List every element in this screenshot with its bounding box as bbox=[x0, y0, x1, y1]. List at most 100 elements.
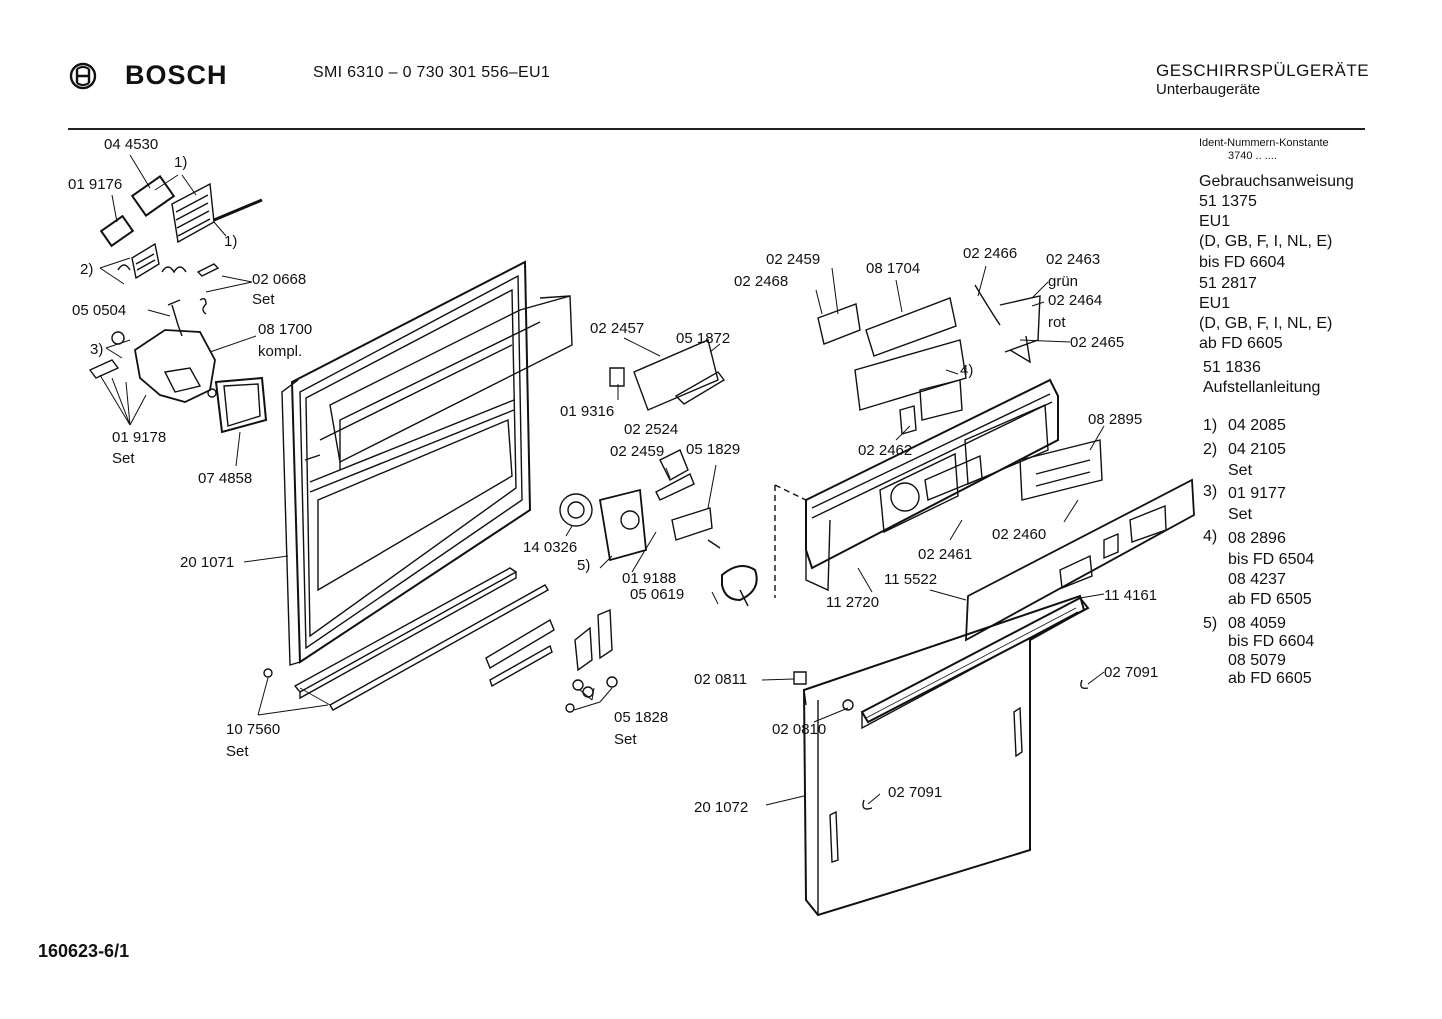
ident-value: 3740 .. .... bbox=[1228, 150, 1277, 162]
part-label: 02 2466 bbox=[963, 245, 1018, 262]
part-label: 07 4858 bbox=[198, 470, 253, 487]
part-label: 08 1704 bbox=[866, 260, 921, 277]
note-line: ab FD 6505 bbox=[1228, 591, 1312, 608]
note-line: bis FD 6504 bbox=[1228, 551, 1315, 568]
decor-panel bbox=[775, 480, 1194, 640]
small-parts-left bbox=[90, 176, 266, 432]
part-label: 02 2524 bbox=[624, 421, 679, 438]
note-line: bis FD 6604 bbox=[1228, 633, 1315, 650]
part-label: 11 4161 bbox=[1104, 587, 1158, 604]
part-label: 01 9188 bbox=[622, 570, 677, 587]
note-number: 3) bbox=[1203, 483, 1218, 500]
note-line: Set bbox=[1228, 506, 1253, 523]
part-label: 2) bbox=[80, 261, 94, 278]
leader-lines bbox=[100, 155, 1104, 805]
part-label: 02 2459 bbox=[766, 251, 821, 268]
note-number: 1) bbox=[1203, 417, 1218, 434]
part-label: 20 1071 bbox=[180, 554, 235, 571]
sidebar-line: (D, GB, F, I, NL, E) bbox=[1199, 233, 1333, 250]
category-subtitle: Unterbaugeräte bbox=[1156, 81, 1261, 98]
sidebar-line: bis FD 6604 bbox=[1199, 254, 1286, 271]
mounting-brackets bbox=[264, 610, 617, 712]
document-number: 160623-6/1 bbox=[38, 941, 130, 961]
sidebar-line: EU1 bbox=[1199, 295, 1231, 312]
header-divider bbox=[68, 128, 1365, 130]
part-label: 02 2468 bbox=[734, 273, 789, 290]
part-label: Set bbox=[112, 450, 135, 467]
note-line: 01 9177 bbox=[1228, 485, 1286, 502]
part-label: 05 1829 bbox=[686, 441, 741, 458]
bottom-rail bbox=[295, 568, 548, 710]
part-label: 02 2463 bbox=[1046, 251, 1101, 268]
part-label: 01 9316 bbox=[560, 403, 615, 420]
part-label: 1) bbox=[224, 233, 238, 250]
note-number: 2) bbox=[1203, 441, 1218, 458]
part-label: 5) bbox=[577, 557, 591, 574]
part-label: 01 9178 bbox=[112, 429, 167, 446]
brand-name: BOSCH bbox=[125, 60, 228, 90]
part-label: 08 1700 bbox=[258, 321, 313, 338]
middle-components bbox=[560, 340, 757, 606]
part-label: 02 7091 bbox=[1104, 664, 1159, 681]
note-line: 08 2896 bbox=[1228, 530, 1286, 547]
part-label: 01 9176 bbox=[68, 176, 123, 193]
sidebar-line: 51 1836 bbox=[1203, 359, 1261, 376]
category-title: GESCHIRRSPÜLGERÄTE bbox=[1156, 61, 1370, 80]
part-label: grün bbox=[1048, 273, 1079, 290]
sidebar-line: 51 2817 bbox=[1199, 275, 1257, 292]
note-line: 04 2085 bbox=[1228, 417, 1286, 434]
part-label: 02 2465 bbox=[1070, 334, 1125, 351]
part-label: 1) bbox=[174, 154, 188, 171]
sidebar-line: ab FD 6605 bbox=[1199, 335, 1283, 352]
ident-title: Ident-Nummern-Konstante bbox=[1199, 137, 1329, 149]
part-label: 02 2459 bbox=[610, 443, 665, 460]
part-label: 02 2460 bbox=[992, 526, 1047, 543]
part-label: Set bbox=[614, 731, 637, 748]
part-label: 14 0326 bbox=[523, 539, 578, 556]
part-label: 02 2464 bbox=[1048, 292, 1103, 309]
note-line: 08 4237 bbox=[1228, 571, 1286, 588]
part-label: 02 0810 bbox=[772, 721, 827, 738]
part-label: 02 2461 bbox=[918, 546, 973, 563]
part-label: kompl. bbox=[258, 343, 303, 360]
part-label: 4) bbox=[960, 362, 974, 379]
part-label: 05 1872 bbox=[676, 330, 731, 347]
part-label: 11 5522 bbox=[884, 571, 938, 588]
part-label: 08 2895 bbox=[1088, 411, 1143, 428]
part-label: 02 0811 bbox=[694, 671, 748, 688]
note-number: 5) bbox=[1203, 615, 1218, 632]
inner-door-frame bbox=[282, 262, 572, 665]
note-line: ab FD 6605 bbox=[1228, 670, 1312, 687]
part-label: 05 1828 bbox=[614, 709, 669, 726]
part-label: 20 1072 bbox=[694, 799, 749, 816]
sidebar-line: EU1 bbox=[1199, 213, 1231, 230]
front-door-panel bbox=[794, 596, 1088, 915]
part-label: 10 7560 bbox=[226, 721, 281, 738]
part-label: 02 2462 bbox=[858, 442, 913, 459]
part-label: 04 4530 bbox=[104, 136, 159, 153]
part-label: Set bbox=[252, 291, 275, 308]
part-label: 05 0619 bbox=[630, 586, 685, 603]
bosch-logo-icon bbox=[68, 62, 98, 95]
part-label: 11 2720 bbox=[826, 594, 880, 611]
part-label: 05 0504 bbox=[72, 302, 127, 319]
note-line: Set bbox=[1228, 462, 1253, 479]
note-line: 08 4059 bbox=[1228, 615, 1286, 632]
part-label: Set bbox=[226, 743, 249, 760]
sidebar-line: Aufstellanleitung bbox=[1203, 379, 1321, 396]
control-panel-body bbox=[806, 380, 1102, 590]
note-number: 4) bbox=[1203, 528, 1218, 545]
part-label: 02 0668 bbox=[252, 271, 307, 288]
sidebar-line: Gebrauchsanweisung bbox=[1199, 173, 1354, 190]
model-line: SMI 6310 – 0 730 301 556–EU1 bbox=[313, 64, 551, 81]
part-label: 02 7091 bbox=[888, 784, 943, 801]
control-panel-parts bbox=[818, 285, 1040, 434]
part-label: 3) bbox=[90, 341, 104, 358]
sidebar-line: 51 1375 bbox=[1199, 193, 1257, 210]
sidebar-line: (D, GB, F, I, NL, E) bbox=[1199, 315, 1333, 332]
part-label: 02 2457 bbox=[590, 320, 645, 337]
note-line: 04 2105 bbox=[1228, 441, 1286, 458]
note-line: 08 5079 bbox=[1228, 652, 1286, 669]
part-label: rot bbox=[1048, 314, 1066, 331]
